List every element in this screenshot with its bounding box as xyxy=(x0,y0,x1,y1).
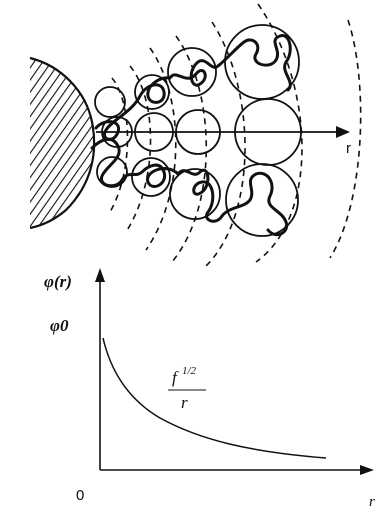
origin-label: 0 xyxy=(76,487,84,504)
y-axis-label: φ(r) xyxy=(44,272,72,291)
y-tick-label: φ0 xyxy=(50,316,69,335)
profile-graph: φ(r) φ0 0 r f 1/2 r xyxy=(44,268,375,510)
formula-denominator: r xyxy=(181,393,188,412)
blob-circle xyxy=(95,87,125,117)
x-axis-label: r xyxy=(369,494,375,510)
y-axis xyxy=(95,268,105,470)
formula-numerator-base: f xyxy=(172,368,179,387)
polymer-chain xyxy=(178,170,222,221)
star-polymer-diagram: r xyxy=(28,4,361,266)
decay-curve xyxy=(103,338,326,458)
polymer-chain xyxy=(170,61,218,86)
radial-axis-label: r xyxy=(346,140,351,157)
radial-axis xyxy=(96,126,350,138)
curve-formula: f 1/2 r xyxy=(168,365,206,412)
hatched-core xyxy=(28,55,103,230)
formula-numerator-exponent: 1/2 xyxy=(182,365,197,377)
x-axis xyxy=(100,465,374,475)
